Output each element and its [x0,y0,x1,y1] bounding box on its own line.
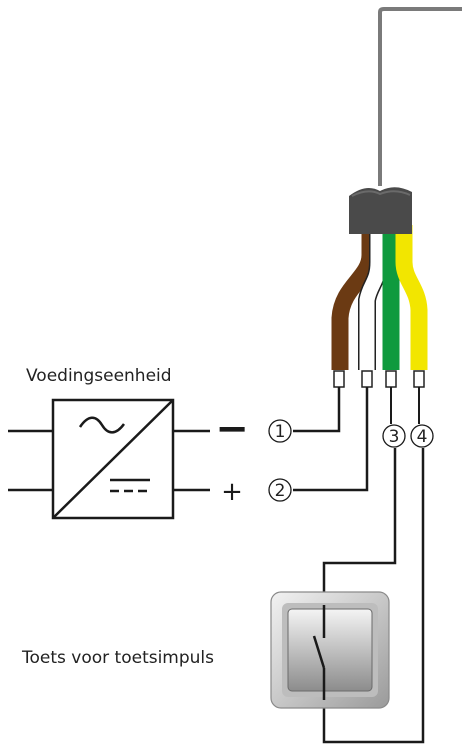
terminal-2-circle [268,478,292,502]
white-wire [359,228,386,370]
ferrule-brown [333,370,345,388]
terminal-4-number: 4 [417,427,428,447]
minus-sign: − [215,406,249,452]
power-supply-label: Voedingseenheid [26,366,172,386]
ferrule-white [361,370,373,388]
ferrule-yellow [413,370,425,388]
switch-lever [312,635,326,669]
terminal-1-number: 1 [275,422,286,442]
terminal-3-circle [382,424,406,448]
terminal-3-number: 3 [389,427,400,447]
sensor-cable [378,7,462,186]
yellow-wire [395,225,428,370]
wire-terminal-2 [293,387,369,492]
ferrule-green [385,370,397,388]
wire-terminal-1 [293,387,341,433]
button-label: Toets voor toetsimpuls [22,648,215,668]
button-rocker [287,608,373,692]
terminal-2-number: 2 [275,481,286,501]
psu-diagonal [52,399,174,519]
terminal-1-circle [268,419,292,443]
plus-sign: + [221,477,243,507]
push-button [270,591,390,709]
cable-jacket [349,187,412,234]
ac-symbol [78,416,126,434]
cable-jacket-highlight [351,190,411,197]
terminal-4-circle [410,424,434,448]
